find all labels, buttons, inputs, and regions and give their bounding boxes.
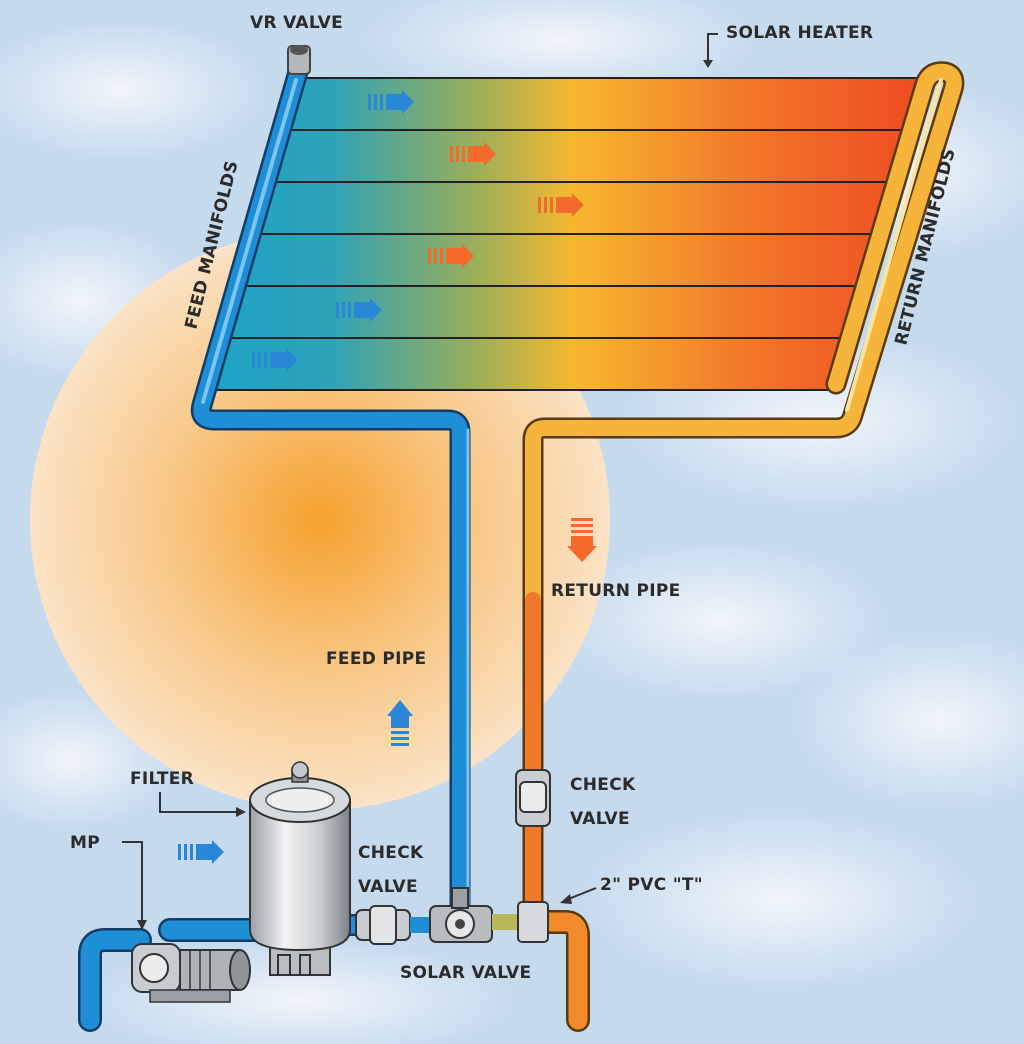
- leader-lines: [122, 33, 718, 930]
- pump: [131, 943, 251, 1003]
- pvc-t-label: 2" PVC "T": [600, 875, 703, 895]
- check-valve-feed-label-line2: VALVE: [358, 877, 418, 897]
- lower-pipes: [78, 910, 590, 1032]
- solar-valve: [429, 887, 520, 943]
- solar-heater-label: SOLAR HEATER: [726, 23, 873, 43]
- return-pipe-system: [522, 61, 965, 921]
- check-valve-feed: [355, 905, 432, 945]
- feed-pipe-label: FEED PIPE: [326, 649, 426, 669]
- solar-valve-label: SOLAR VALVE: [400, 963, 531, 983]
- feed-pipe-system: [190, 61, 471, 926]
- vr-valve-label: VR VALVE: [250, 13, 343, 33]
- filter-label: FILTER: [130, 769, 194, 789]
- return-pipe-down-arrow: [567, 518, 597, 562]
- return-pipe-label: RETURN PIPE: [551, 581, 681, 601]
- filter-tank: [249, 761, 351, 976]
- feed-pipe-up-arrow: [387, 700, 413, 746]
- vr-valve: [287, 45, 311, 75]
- pvc-t-fitting: [517, 901, 549, 943]
- check-valve-return: [515, 769, 551, 827]
- check-valve-return-label-line2: VALVE: [570, 809, 630, 829]
- check-valve-feed-label-line1: CHECK: [358, 843, 424, 863]
- panel-flow-arrows: [252, 90, 584, 372]
- pump-flow-arrow: [178, 840, 224, 864]
- check-valve-return-label-line1: CHECK: [570, 775, 636, 795]
- mp-label: MP: [70, 833, 100, 853]
- solar-panel: [200, 77, 920, 391]
